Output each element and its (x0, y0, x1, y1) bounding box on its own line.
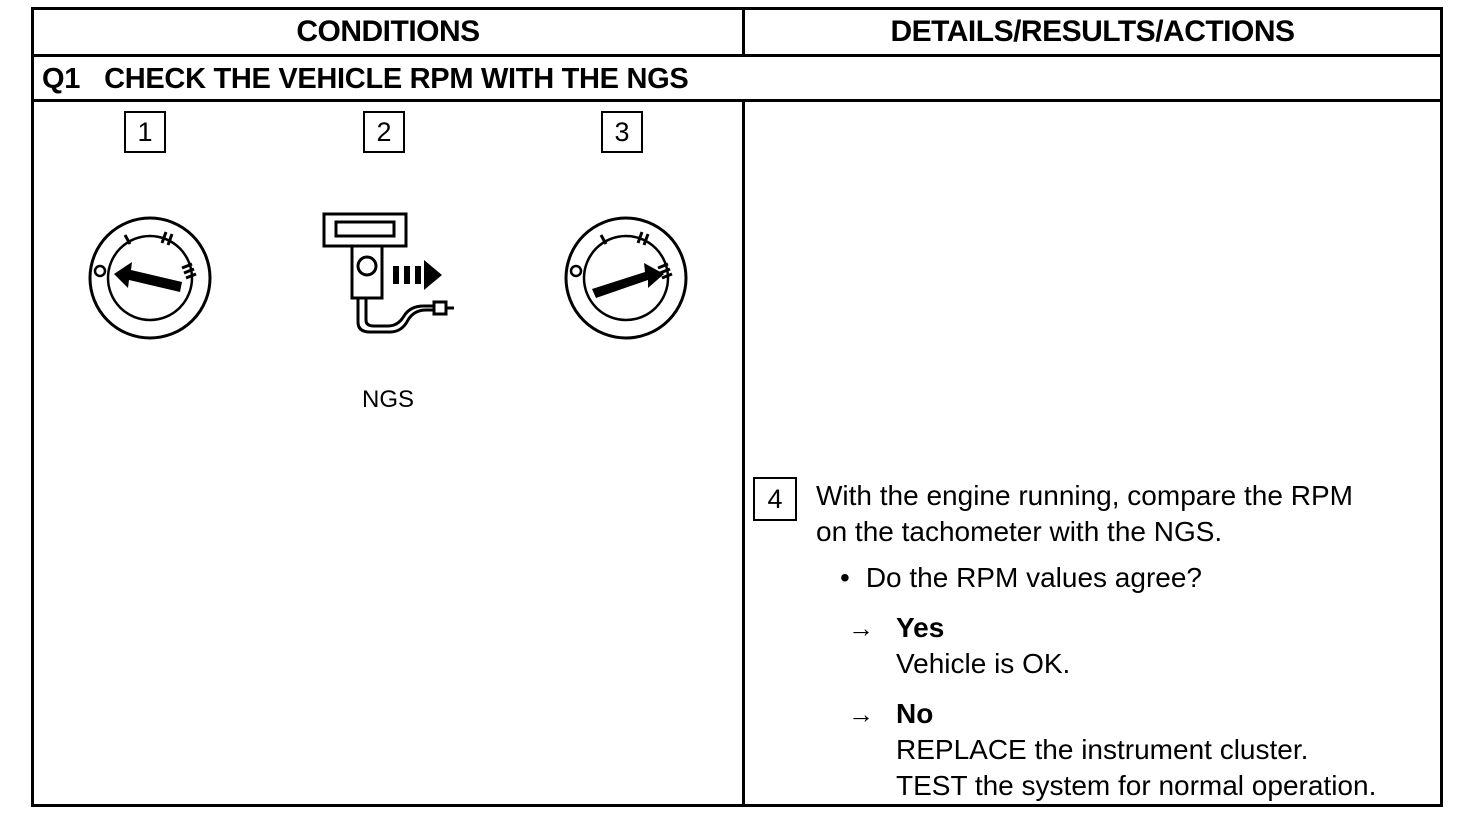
no-arrow-icon: → (848, 699, 874, 729)
question-title: Q1 CHECK THE VEHICLE RPM WITH THE NGS (42, 57, 689, 101)
bullet-question-text: Do the RPM values agree? (865, 562, 1202, 593)
question-rule (34, 99, 1440, 102)
instruction-line-1: With the engine running, compare the RPM (816, 480, 1353, 511)
no-label: No (896, 698, 934, 729)
question-bullet: • Do the RPM values agree? (840, 560, 1202, 596)
answer-yes: → Yes Vehicle is OK. (848, 610, 1408, 690)
conditions-header: CONDITIONS (296, 15, 480, 48)
instruction-line-2: on the tachometer with the NGS. (816, 516, 1223, 547)
step-1-box: 1 (124, 111, 166, 153)
ngs-tester-icon (322, 212, 454, 334)
bullet-dot: • (840, 562, 850, 593)
step-3-box: 3 (601, 111, 643, 153)
yes-label: Yes (896, 612, 945, 643)
details-header: DETAILS/RESULTS/ACTIONS (890, 15, 1295, 48)
ignition-switch-run-icon (564, 216, 688, 340)
ignition-switch-off-icon (88, 216, 212, 340)
step-2-box: 2 (363, 111, 405, 153)
question-number: Q1 (42, 62, 81, 95)
no-action-2: TEST the system for normal operation. (896, 770, 1377, 801)
instruction-text: With the engine running, compare the RPM… (816, 478, 1353, 550)
question-text: CHECK THE VEHICLE RPM WITH THE NGS (104, 62, 689, 95)
yes-result: Vehicle is OK. (896, 648, 1071, 679)
yes-arrow-icon: → (848, 613, 874, 643)
answer-no: → No REPLACE the instrument cluster. TES… (848, 696, 1428, 806)
body-divider (742, 102, 745, 804)
diagnostic-table: CONDITIONS DETAILS/RESULTS/ACTIONS Q1 CH… (31, 7, 1443, 807)
header-rule (34, 54, 1440, 57)
ngs-caption: NGS (362, 386, 415, 413)
header-divider (742, 10, 745, 54)
step-4-box: 4 (753, 477, 797, 521)
no-action-1: REPLACE the instrument cluster. (896, 734, 1309, 765)
